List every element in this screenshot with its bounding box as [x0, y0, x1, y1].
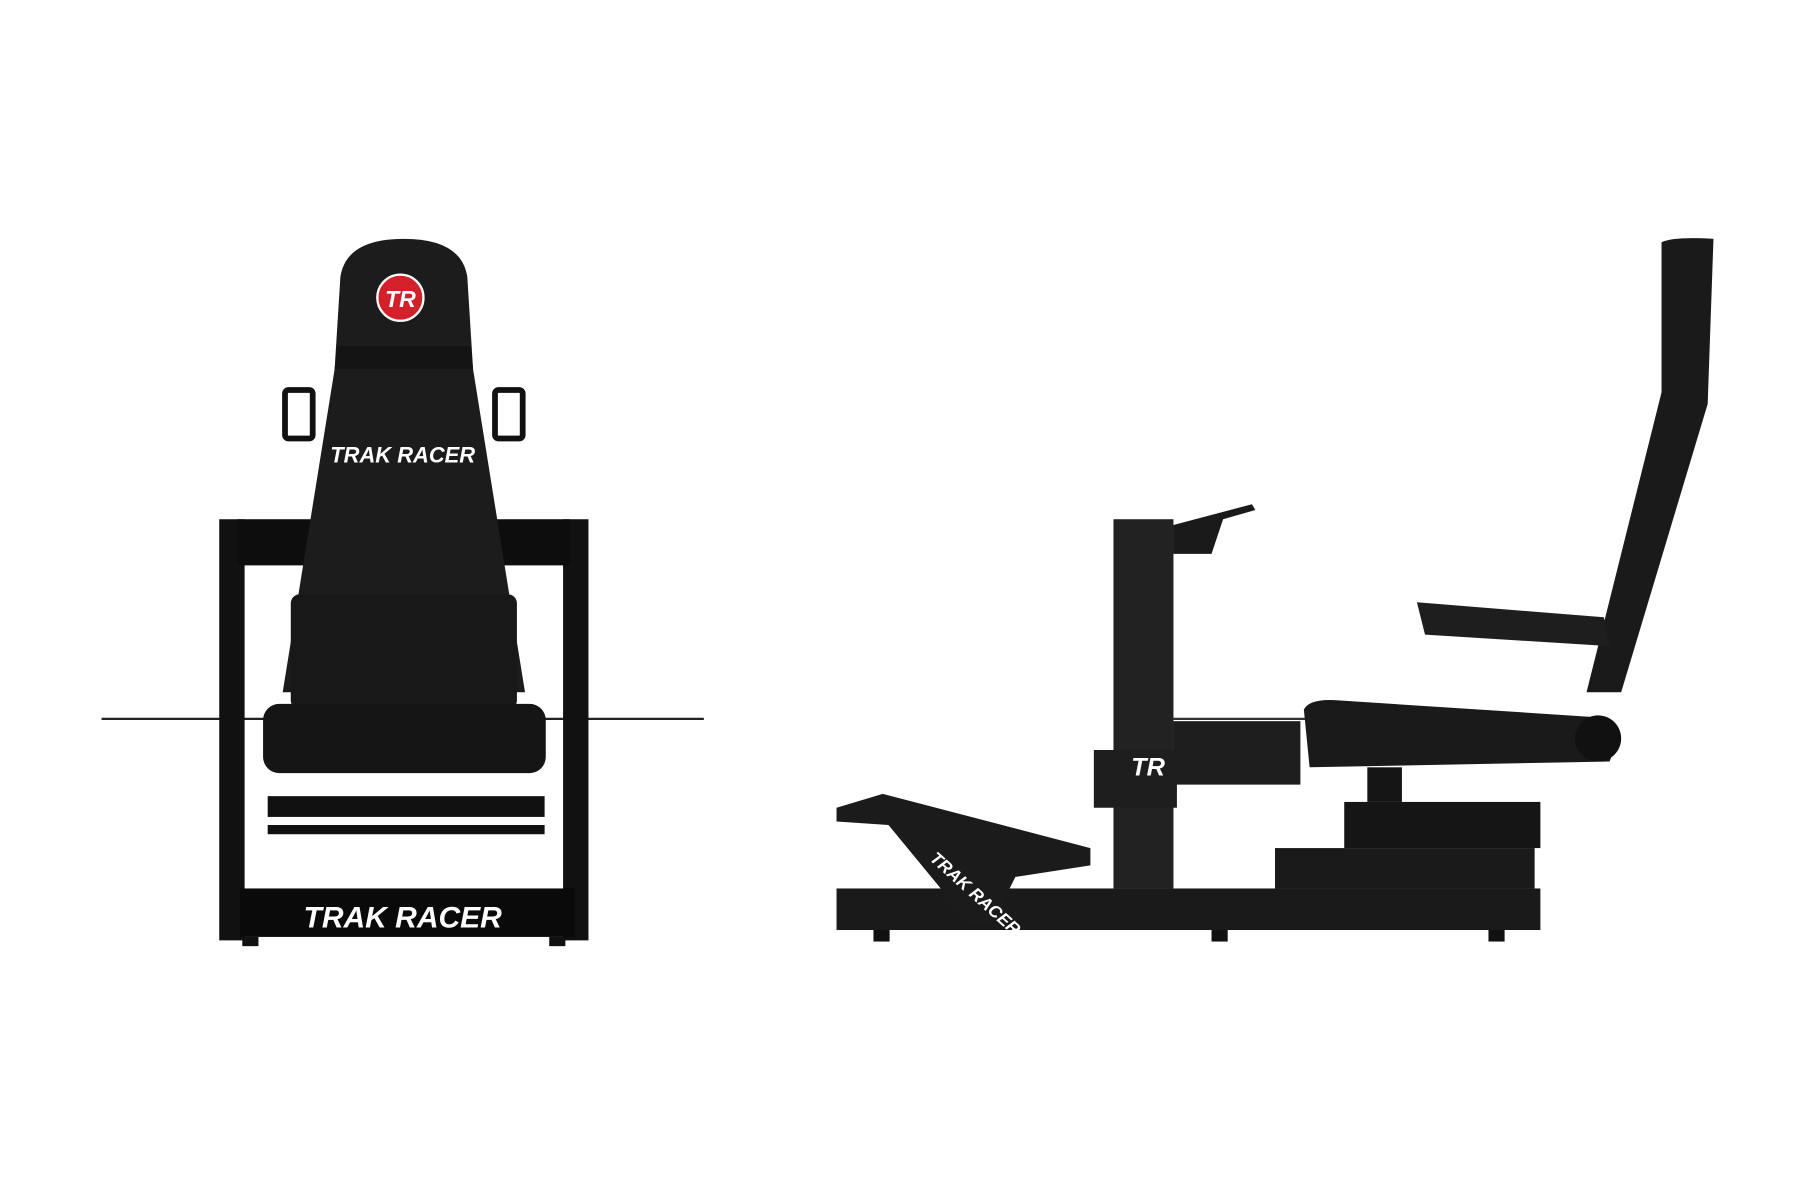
side-view-rig: TR TRAK RACER — [836, 238, 1714, 942]
left-harness-guide — [282, 387, 316, 442]
seat-back-side — [1586, 238, 1714, 693]
wheel-mount — [1173, 504, 1256, 554]
bottom-crossbar — [240, 888, 575, 937]
right-harness-guide — [492, 387, 526, 442]
seat-cushion-back — [290, 594, 517, 710]
upright-post — [1113, 519, 1174, 889]
seat-base — [263, 703, 546, 774]
seat-brand-text: TRAK RACER — [330, 443, 475, 468]
base-rail — [836, 888, 1541, 930]
badge-logo — [376, 273, 425, 322]
badge-text: TR — [385, 286, 416, 312]
seat-base-side — [1303, 700, 1615, 768]
pedal-deck — [836, 793, 1091, 924]
right-upright — [563, 519, 589, 941]
seat-slider — [1344, 801, 1541, 849]
upright-badge-text: TR — [1131, 753, 1166, 781]
base-brand-text: TRAK RACER — [304, 902, 503, 935]
armrest — [1416, 602, 1610, 647]
shifter-mount — [1173, 721, 1301, 785]
left-upright — [219, 519, 245, 941]
front-view-rig: TR TRAK RACER TRAK RACER — [101, 238, 704, 947]
